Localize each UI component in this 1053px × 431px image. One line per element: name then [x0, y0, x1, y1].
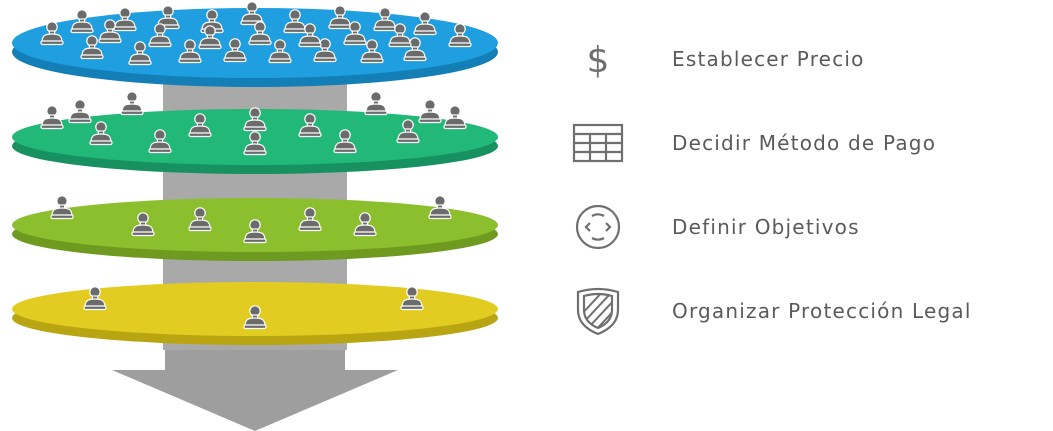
legend-item-pago: Decidir Método de Pago [570, 118, 1050, 168]
person-icon [40, 105, 64, 130]
funnel-layer-3 [12, 195, 498, 261]
person-icon [120, 91, 144, 116]
funnel-layer-4 [12, 282, 498, 345]
dollar-sign-icon: $ [587, 40, 610, 81]
svg-text:$: $ [587, 40, 610, 81]
person-icon [364, 91, 388, 116]
person-icon [68, 99, 92, 124]
funnel-diagram [12, 1, 498, 431]
legend: $ Establecer Precio Decidir Método de Pa… [570, 0, 1050, 431]
table-grid-icon [572, 123, 624, 163]
legend-label: Organizar Protección Legal [672, 299, 972, 323]
legend-label: Establecer Precio [672, 47, 865, 71]
shield-icon [576, 287, 620, 336]
person-icon [443, 105, 467, 130]
down-arrow [112, 346, 398, 431]
legend-label: Definir Objetivos [672, 215, 860, 239]
funnel-layer-1 [12, 1, 498, 87]
person-icon [418, 99, 442, 124]
legend-label: Decidir Método de Pago [672, 131, 937, 155]
legend-item-precio: $ Establecer Precio [570, 34, 1050, 84]
legend-item-proteccion: Organizar Protección Legal [570, 286, 1050, 336]
target-circle-icon [575, 204, 621, 250]
legend-item-objetivos: Definir Objetivos [570, 202, 1050, 252]
funnel-layer-2 [12, 91, 498, 174]
person-icon [50, 195, 74, 220]
